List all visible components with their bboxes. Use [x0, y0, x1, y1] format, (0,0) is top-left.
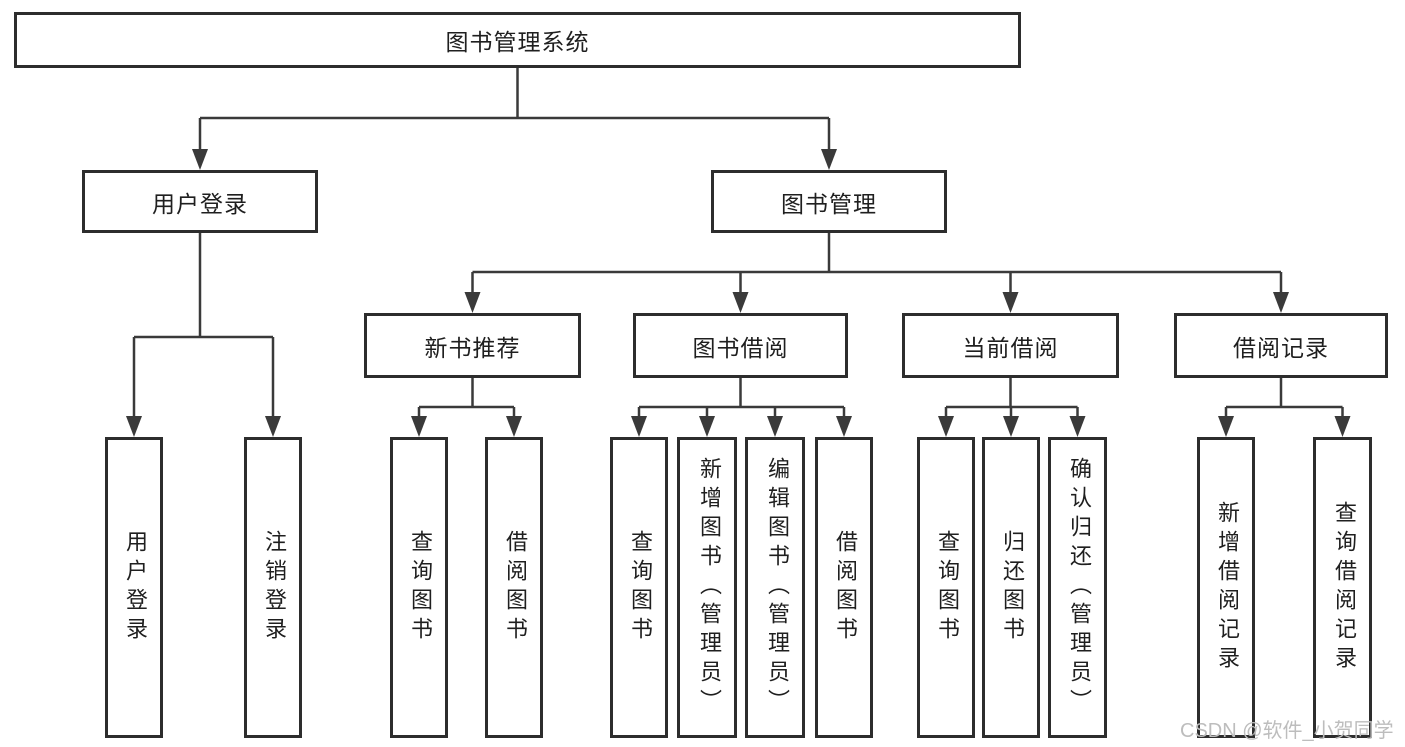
- arrowhead: [411, 416, 427, 437]
- arrowhead: [506, 416, 522, 437]
- node-book-management-branch: 图书管理: [711, 170, 947, 233]
- connector-borrow-records: [1224, 378, 1344, 419]
- node-current-borrow: 当前借阅: [902, 313, 1119, 378]
- arrowhead: [1218, 416, 1234, 437]
- leaf-add-borrow-record: 新增借阅记录: [1197, 437, 1255, 738]
- node-user-login-branch: 用户登录: [82, 170, 318, 233]
- connector-new-book-recommend: [417, 378, 516, 419]
- arrowhead: [126, 416, 142, 437]
- arrowhead: [1003, 416, 1019, 437]
- connector-user-login: [132, 233, 275, 419]
- leaf-query-books-recommend: 查询图书: [390, 437, 448, 738]
- leaf-return-books: 归还图书: [982, 437, 1040, 738]
- arrowhead: [1069, 416, 1086, 437]
- arrowhead: [732, 292, 749, 313]
- node-borrow-records: 借阅记录: [1174, 313, 1388, 378]
- arrowhead: [192, 149, 208, 170]
- node-book-borrow: 图书借阅: [633, 313, 848, 378]
- leaf-query-books-borrow: 查询图书: [610, 437, 668, 738]
- node-new-book-recommend: 新书推荐: [364, 313, 581, 378]
- arrowhead: [938, 416, 954, 437]
- arrowhead: [464, 292, 481, 313]
- arrowhead: [821, 149, 837, 170]
- leaf-user-login: 用户登录: [105, 437, 163, 738]
- connector-root: [198, 68, 831, 152]
- arrowhead: [836, 416, 852, 437]
- leaf-borrow-books: 借阅图书: [815, 437, 873, 738]
- arrowhead: [1334, 416, 1351, 437]
- leaf-logout: 注销登录: [244, 437, 302, 738]
- leaf-add-books-admin: 新增图书（管理员）: [677, 437, 737, 738]
- arrowhead: [767, 416, 783, 437]
- connector-book-borrow: [637, 378, 846, 419]
- leaf-borrow-books-recommend: 借阅图书: [485, 437, 543, 738]
- arrowhead: [265, 416, 281, 437]
- connector-current-borrow: [944, 378, 1079, 419]
- watermark: CSDN @软件_小贺同学: [1180, 720, 1394, 742]
- node-root: 图书管理系统: [14, 12, 1021, 68]
- leaf-confirm-return-admin: 确认归还（管理员）: [1048, 437, 1107, 738]
- arrowhead: [699, 416, 715, 437]
- leaf-query-borrow-record: 查询借阅记录: [1313, 437, 1372, 738]
- leaf-edit-books-admin: 编辑图书（管理员）: [745, 437, 805, 738]
- arrowhead: [1273, 292, 1289, 313]
- leaf-query-books-current: 查询图书: [917, 437, 975, 738]
- arrowhead: [631, 416, 647, 437]
- connector-book-management: [471, 233, 1283, 295]
- arrowhead: [1002, 292, 1019, 313]
